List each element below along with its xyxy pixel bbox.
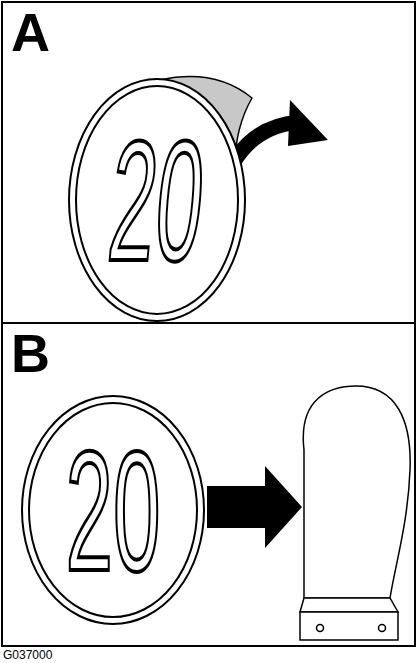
plate-flange xyxy=(300,612,398,640)
disc-ring xyxy=(29,403,197,617)
disc-ring xyxy=(76,86,238,314)
speed-number: 20 xyxy=(65,425,160,596)
speed-sign-disc: 20 xyxy=(67,77,247,323)
sign-plate xyxy=(303,386,410,598)
disc-ring xyxy=(69,79,245,321)
panel-letter: B xyxy=(11,326,50,380)
figure-panel: B 20 xyxy=(1,322,416,647)
figure-code: G037000 xyxy=(3,648,52,662)
peel-arrow-head xyxy=(288,100,328,146)
mounting-hole xyxy=(379,625,386,632)
panel-letter: A xyxy=(11,5,50,59)
disc-ring xyxy=(22,396,204,624)
apply-arrow xyxy=(207,486,267,528)
speed-sign-disc: 20 xyxy=(20,394,206,626)
apply-arrow-head xyxy=(265,466,302,548)
figure-panel: A 20 xyxy=(1,1,416,324)
plate-flange-top xyxy=(300,598,398,612)
speed-number: 20 xyxy=(103,115,210,286)
mounting-hole xyxy=(317,625,324,632)
